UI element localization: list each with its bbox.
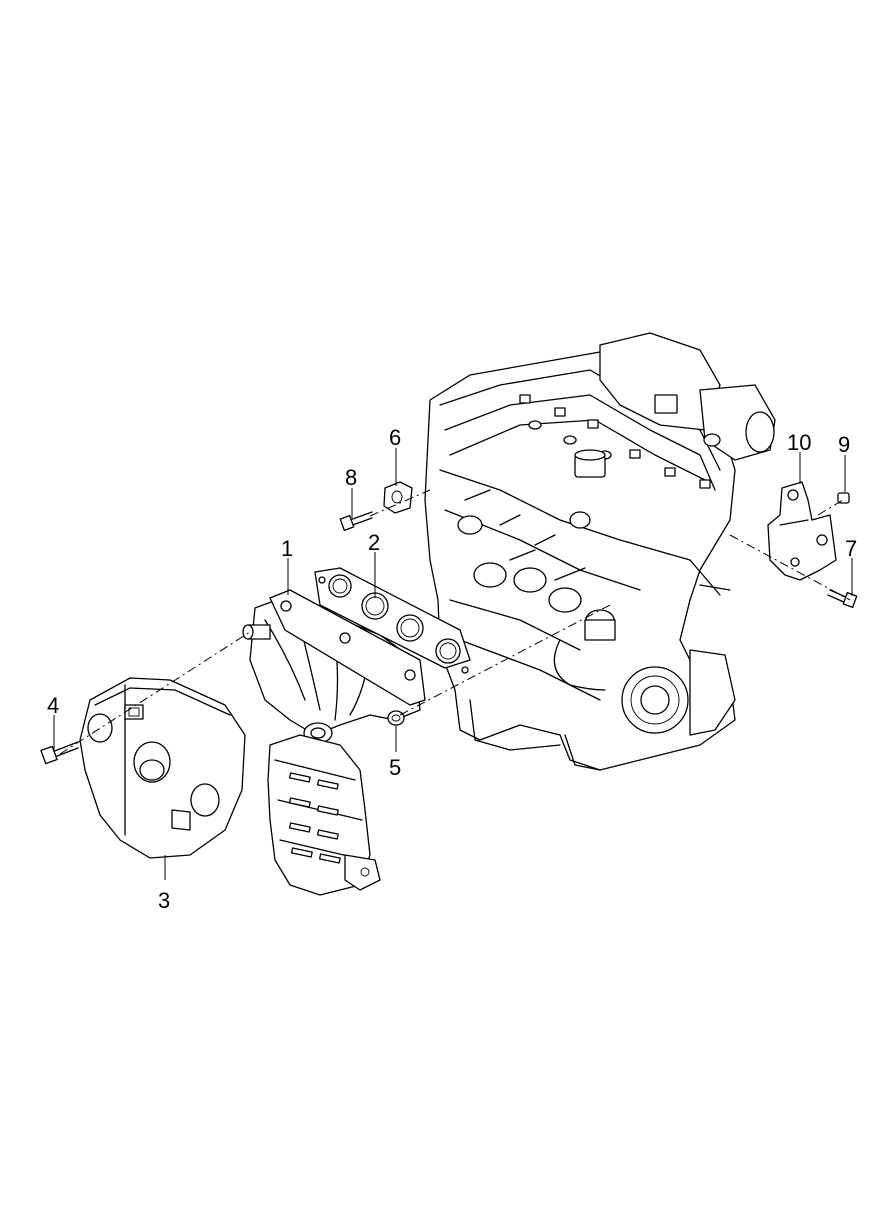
callout-leaders [53,448,853,880]
bolt-8 [339,511,373,531]
callout-labels: 1 2 3 4 5 6 7 8 9 10 [47,425,857,913]
callout-5: 5 [389,755,401,780]
gasket-6 [383,481,413,514]
callout-4: 4 [47,693,59,718]
callout-6: 6 [389,425,401,450]
heat-protector [79,677,246,859]
bracket-10 [767,481,837,581]
callout-1: 1 [281,536,293,561]
alignment-lines [59,489,851,755]
nut-9 [837,492,850,504]
callout-8: 8 [345,465,357,490]
callout-10: 10 [787,430,811,455]
callout-2: 2 [368,530,380,555]
bolt-4 [40,741,79,765]
nut-5 [387,710,405,726]
callout-3: 3 [158,888,170,913]
engine-assembly [424,332,776,771]
manifold-gasket [314,567,471,674]
callout-7: 7 [845,536,857,561]
catalytic-converter [267,734,381,896]
callout-9: 9 [838,432,850,457]
